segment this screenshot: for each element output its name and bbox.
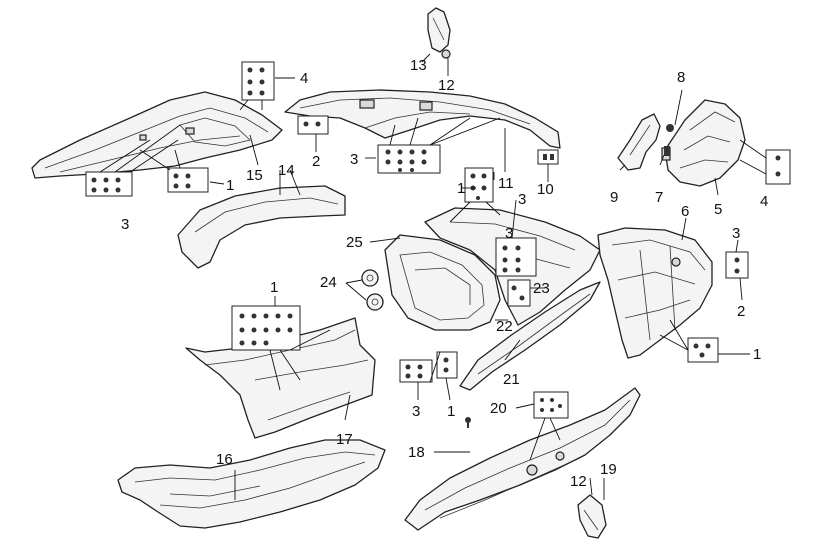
callout-9: 9 bbox=[610, 189, 618, 206]
callout-24: 24 bbox=[320, 274, 337, 291]
callout-3: 3 bbox=[518, 191, 526, 208]
part-19-footrest bbox=[577, 494, 607, 539]
callout-22: 22 bbox=[496, 318, 513, 335]
callout-6: 6 bbox=[681, 203, 689, 220]
callout-8: 8 bbox=[677, 69, 685, 86]
callout-10: 10 bbox=[537, 181, 554, 198]
callout-17: 17 bbox=[336, 431, 353, 448]
callout-3: 3 bbox=[412, 403, 420, 420]
callout-3: 3 bbox=[350, 151, 358, 168]
fastener-trays bbox=[85, 61, 791, 419]
callout-15: 15 bbox=[246, 167, 263, 184]
callout-3: 3 bbox=[732, 225, 740, 242]
callout-2: 2 bbox=[312, 153, 320, 170]
callout-2: 2 bbox=[737, 303, 745, 320]
callout-1: 1 bbox=[753, 346, 761, 363]
callout-5: 5 bbox=[714, 201, 722, 218]
callout-11: 11 bbox=[498, 175, 514, 192]
callout-4: 4 bbox=[300, 70, 308, 87]
callout-4: 4 bbox=[760, 193, 768, 210]
callout-16: 16 bbox=[216, 451, 233, 468]
callout-12: 12 bbox=[438, 77, 455, 94]
callout-1: 1 bbox=[457, 180, 465, 197]
callout-18: 18 bbox=[408, 444, 425, 461]
callout-19: 19 bbox=[600, 461, 617, 478]
part-24-grommets bbox=[361, 269, 384, 311]
callout-14: 14 bbox=[278, 162, 295, 179]
leader-lines bbox=[99, 53, 767, 500]
part-5-small-cover bbox=[661, 99, 746, 187]
callout-1: 1 bbox=[447, 403, 455, 420]
callout-1: 1 bbox=[226, 177, 234, 194]
part-25-tail-light bbox=[384, 234, 501, 331]
callout-1: 1 bbox=[270, 279, 278, 296]
part-small-fasteners bbox=[465, 124, 674, 428]
part-16-left-floor-panel bbox=[117, 439, 386, 529]
part-21-lower-panel bbox=[459, 281, 601, 391]
part-9-bracket bbox=[617, 113, 661, 171]
callout-21: 21 bbox=[503, 371, 520, 388]
part-6-right-cover bbox=[597, 227, 713, 359]
callout-12: 12 bbox=[570, 473, 587, 490]
part-13-top-bracket bbox=[427, 7, 451, 59]
part-14-trim-strip bbox=[177, 185, 346, 269]
callout-3: 3 bbox=[505, 225, 513, 242]
callout-23: 23 bbox=[533, 280, 550, 297]
part-18-right-floor-panel bbox=[404, 387, 641, 531]
callout-25: 25 bbox=[346, 234, 363, 251]
callout-20: 20 bbox=[490, 400, 507, 417]
part-11-rear-upper-cover bbox=[284, 89, 561, 149]
callout-3: 3 bbox=[121, 216, 129, 233]
callouts: 1 1 1 1 1 2 2 3 3 3 3 3 3 4 4 5 6 7 8 9 … bbox=[121, 57, 768, 490]
callout-13: 13 bbox=[410, 57, 427, 74]
callout-7: 7 bbox=[655, 189, 663, 206]
